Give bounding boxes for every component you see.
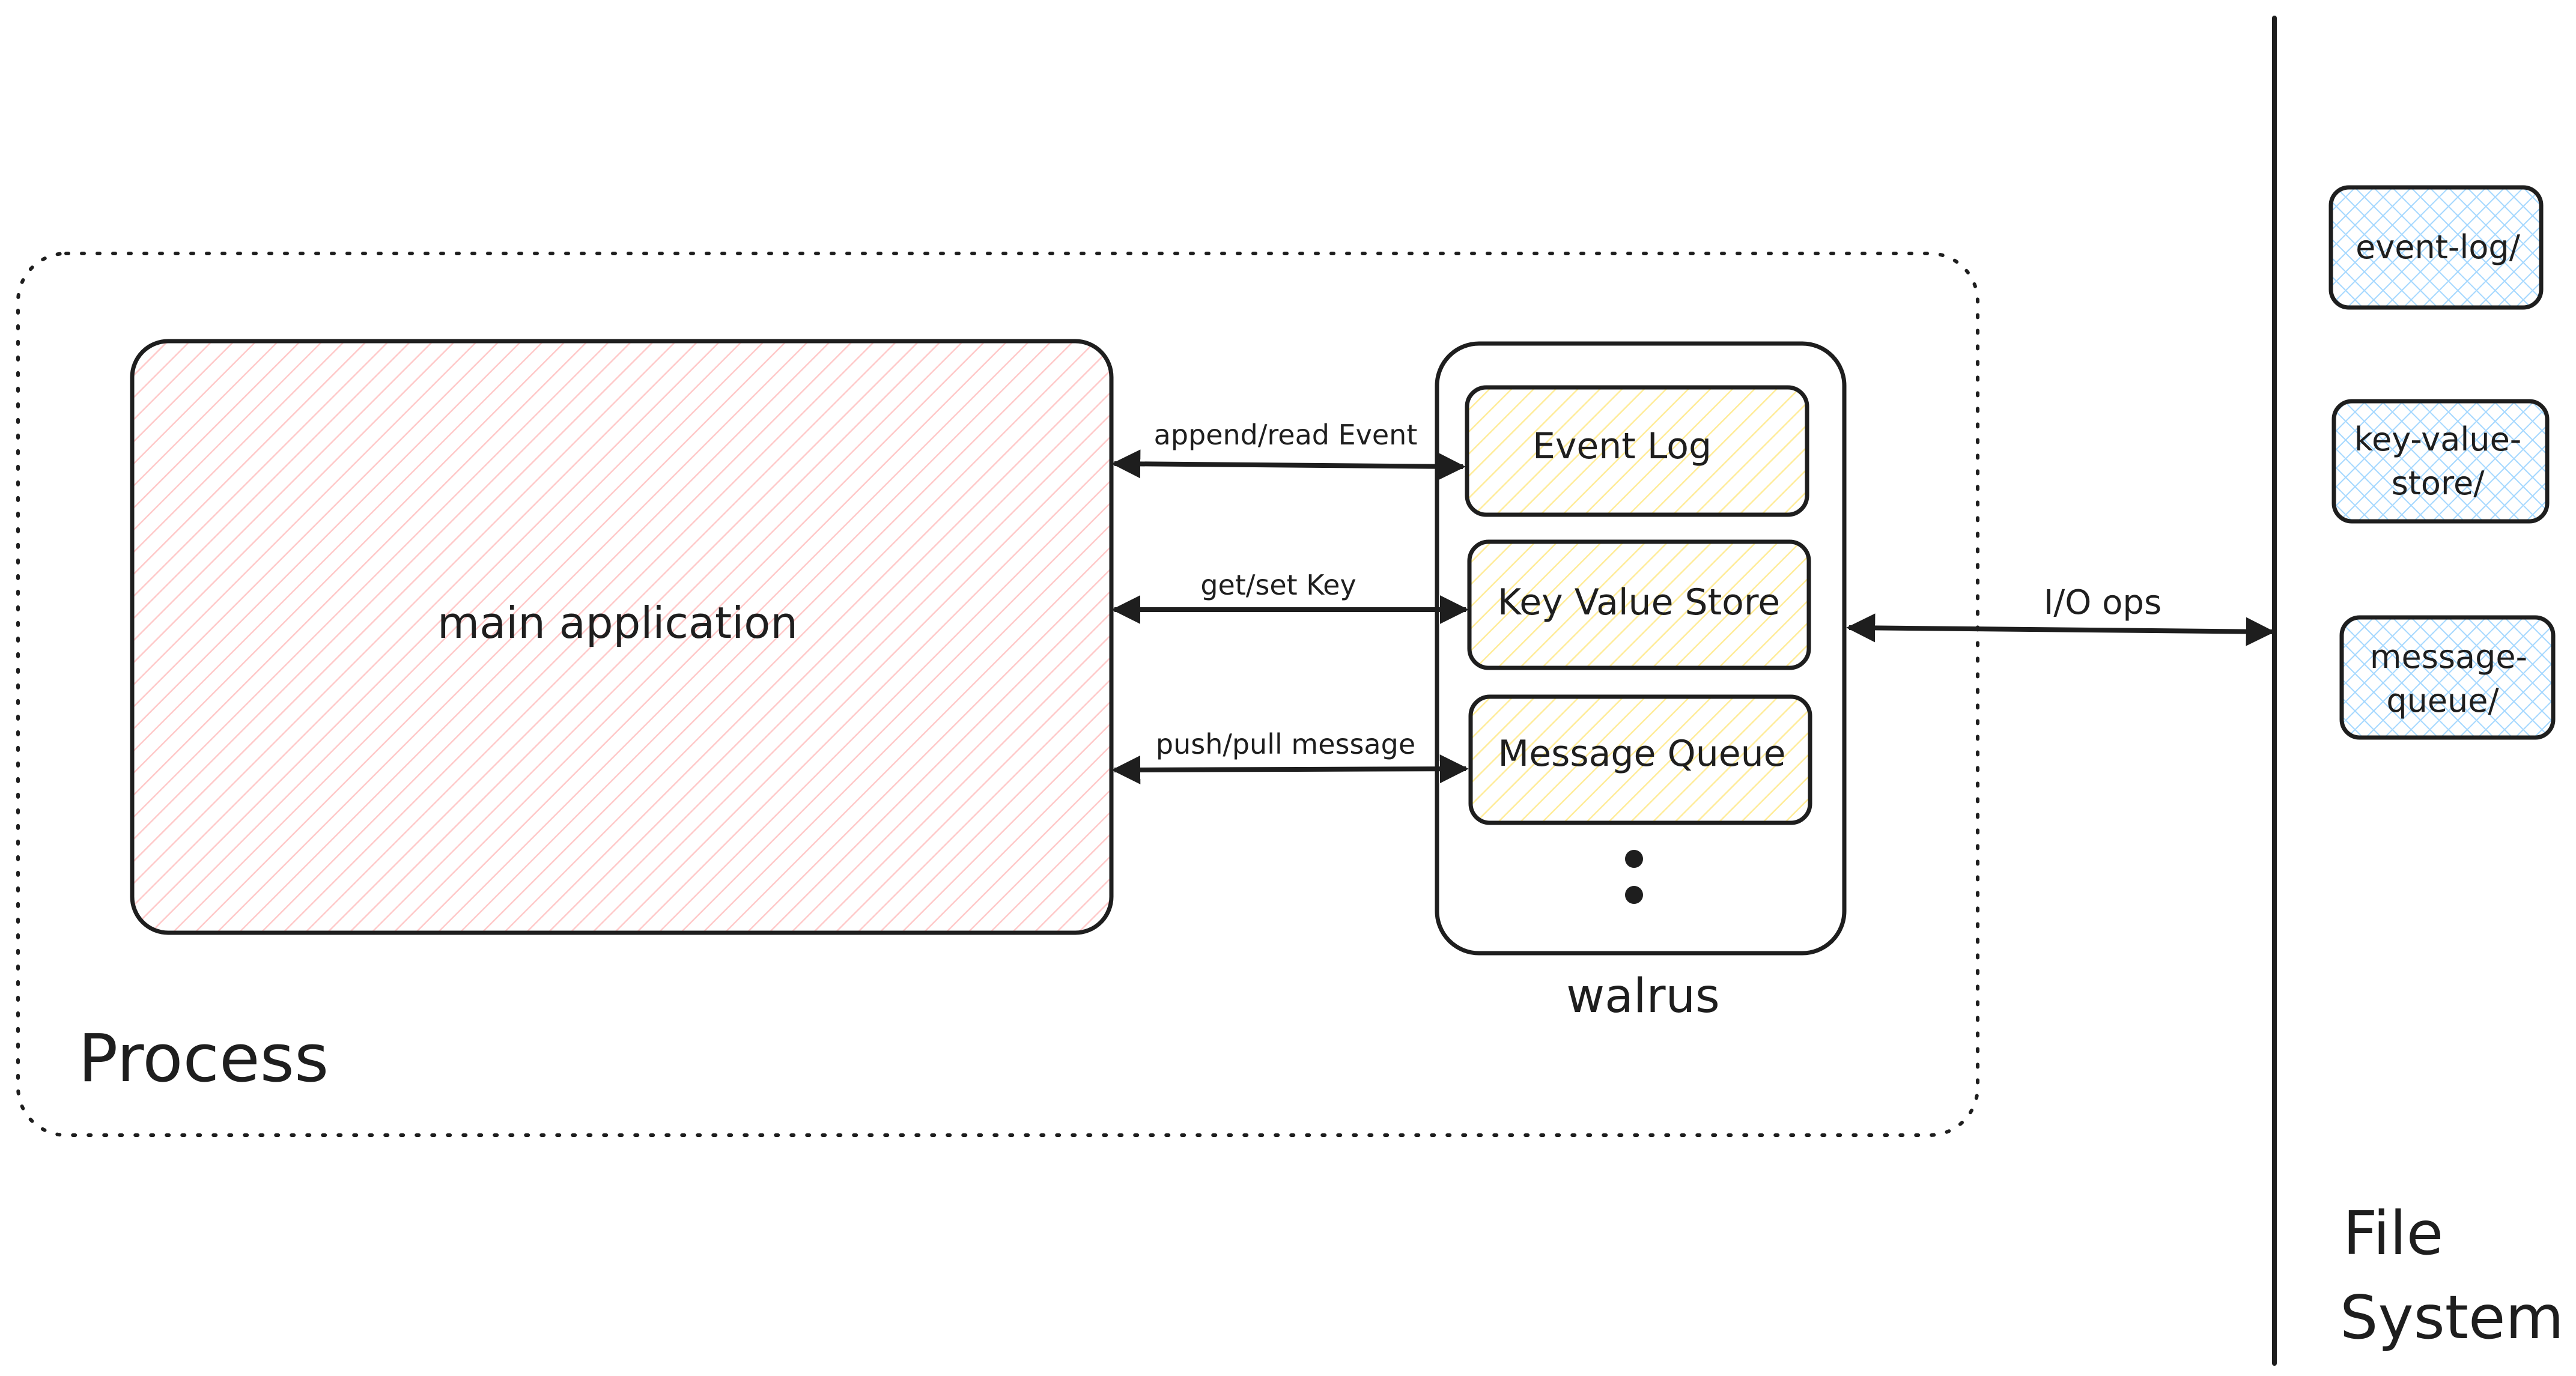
more-components-dots [1625,850,1643,904]
message-queue-connection-label: push/pull message [1156,728,1415,760]
walrus-container[interactable]: walrus [1435,341,1847,1023]
event-log-connection-label: append/read Event [1154,419,1418,451]
process-label: Process [78,1020,329,1097]
main-application-label: main application [437,598,798,648]
event-log-folder-label: event-log/ [2356,228,2521,266]
key-value-store-folder[interactable]: key-value- store/ [2331,399,2550,524]
key-value-store-folder-label-line1: key-value- [2354,420,2522,458]
message-queue-folder[interactable]: message- queue/ [2339,615,2556,740]
key-value-store-component[interactable]: Key Value Store [1467,539,1811,670]
io-ops-label: I/O ops [2044,583,2161,622]
event-log-component[interactable]: Event Log [1465,385,1809,517]
connection-io-ops: I/O ops [1846,583,2275,646]
io-ops-arrow [1846,613,2275,646]
walrus-label: walrus [1566,969,1719,1023]
message-queue-component[interactable]: Message Queue [1468,694,1812,825]
message-queue-folder-label-line2: queue/ [2386,682,2499,720]
connection-key-value-store: get/set Key [1111,569,1469,624]
event-log-label: Event Log [1533,425,1712,467]
event-log-folder[interactable]: event-log/ [2328,185,2544,310]
process-container: Process [16,252,1979,1137]
message-queue-label: Message Queue [1498,733,1785,775]
key-value-store-label: Key Value Store [1498,581,1780,623]
key-value-store-connection-label: get/set Key [1200,569,1356,601]
main-application-box[interactable]: main application [130,339,1114,935]
file-system-label-line2: System [2340,1282,2564,1353]
file-system-section: File System [2272,16,2564,1366]
connection-event-log: append/read Event [1111,419,1466,481]
file-system-label-line1: File [2343,1198,2443,1268]
process-boundary [16,252,1979,1137]
message-queue-arrow [1111,754,1469,784]
event-log-arrow [1111,449,1466,481]
connection-message-queue: push/pull message [1111,728,1469,784]
message-queue-folder-label-line1: message- [2370,638,2527,676]
key-value-store-folder-label-line2: store/ [2392,464,2485,502]
